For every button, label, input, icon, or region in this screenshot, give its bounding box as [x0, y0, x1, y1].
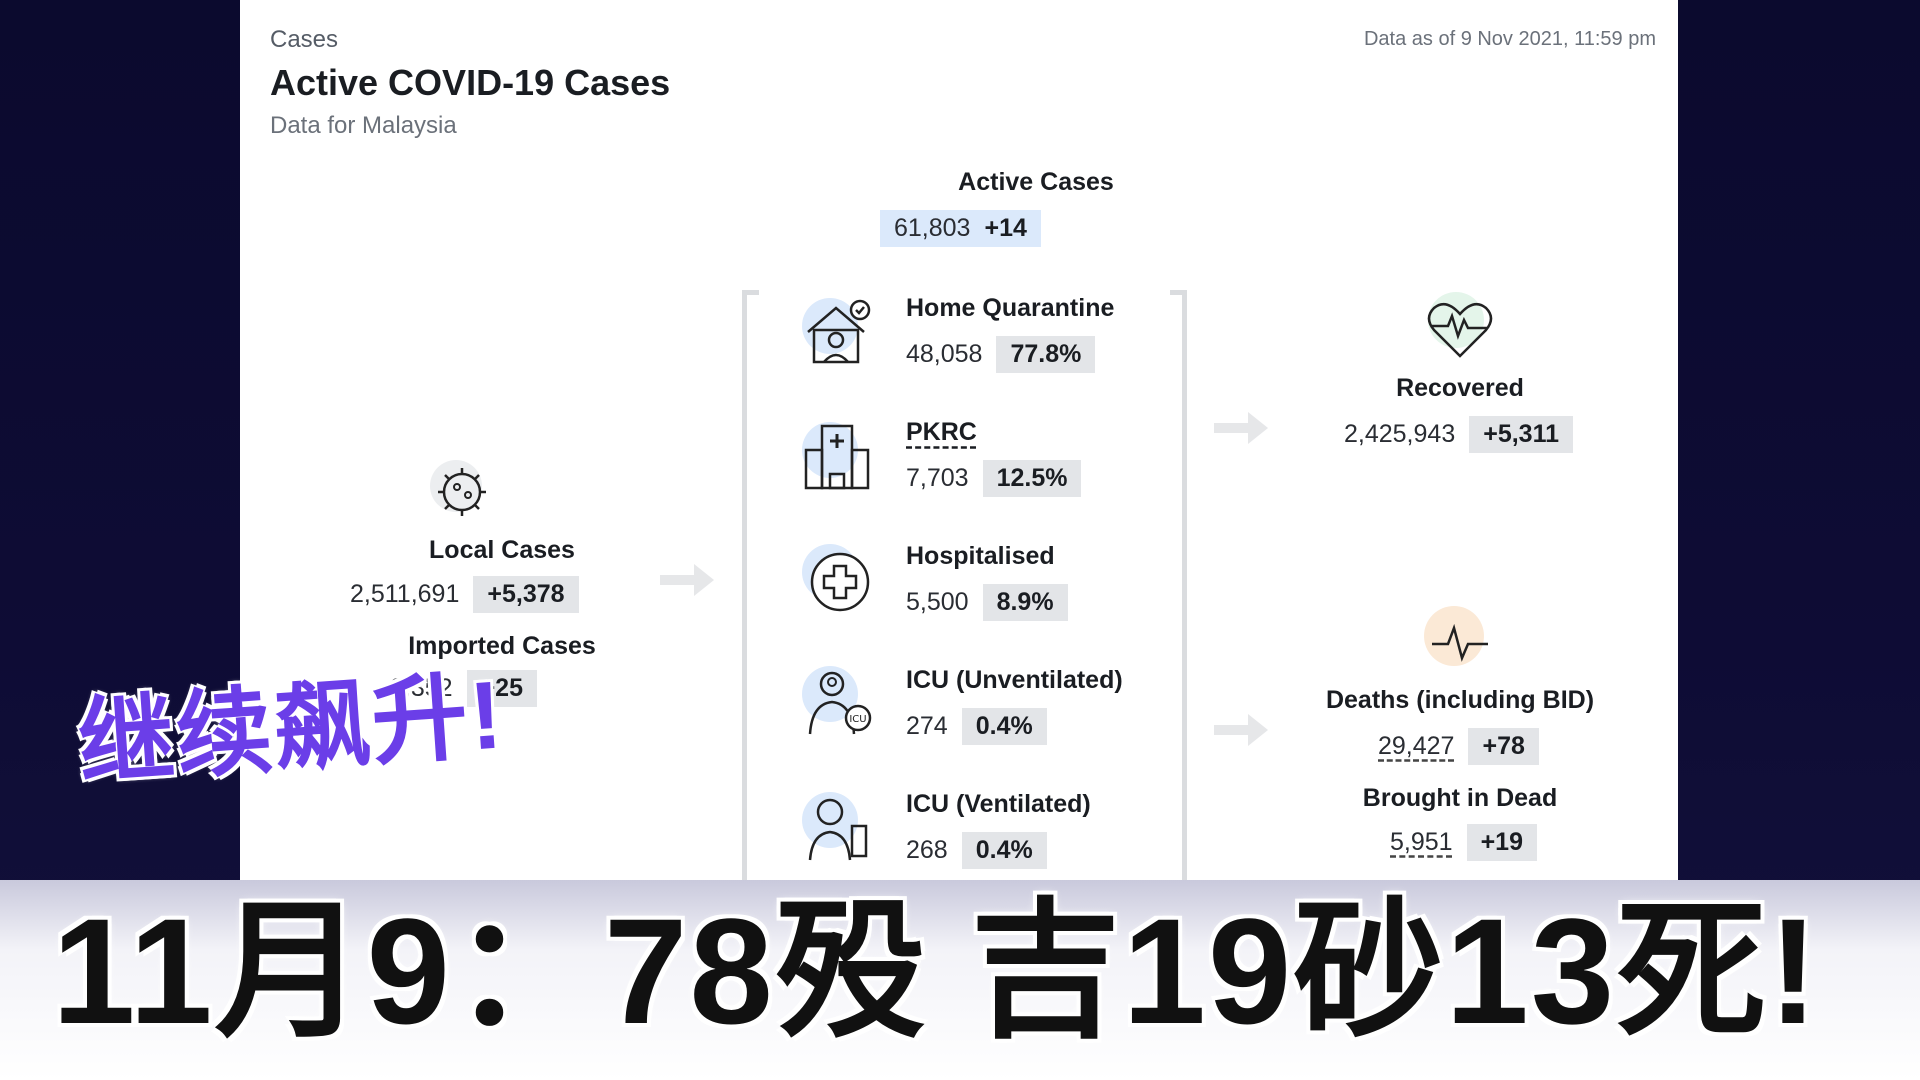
recovered-stat: 2,425,943 +5,311	[1344, 416, 1573, 453]
overlay-headline-small: 继续飙升!	[74, 661, 508, 798]
category-pct: 0.4%	[961, 832, 1047, 869]
category-value: 7,703	[906, 464, 969, 492]
bid-stat: 5,951 +19	[1390, 824, 1537, 861]
imported-cases-value: 2,352	[390, 674, 453, 702]
category-pct: 0.4%	[961, 708, 1047, 745]
category-value: 5,500	[906, 588, 969, 616]
local-cases-stat: 2,511,691 +5,378	[350, 576, 579, 613]
active-cases-delta: +14	[984, 214, 1027, 242]
category-pct: 12.5%	[982, 460, 1082, 497]
category-stat-hospitalised: 5,500 8.9%	[906, 584, 1068, 621]
category-value: 48,058	[906, 340, 983, 368]
bid-label: Brought in Dead	[1362, 784, 1558, 812]
medical-cross-icon	[802, 544, 870, 612]
deaths-delta: +78	[1468, 728, 1539, 765]
breadcrumb[interactable]: Cases	[270, 26, 339, 53]
category-label-home-quarantine: Home Quarantine	[906, 294, 1115, 322]
active-cases-stat: 61,803 +14	[880, 210, 1041, 247]
imported-cases-label: Imported Cases	[408, 632, 596, 660]
arrow-right-icon	[1214, 412, 1268, 444]
home-quarantine-icon	[802, 298, 871, 364]
category-pct: 77.8%	[996, 336, 1096, 373]
recovered-label: Recovered	[1396, 374, 1524, 402]
category-value: 274	[906, 712, 948, 740]
heart-pulse-icon	[1427, 292, 1493, 358]
svg-text:ICU: ICU	[849, 714, 866, 725]
category-label-icu-ventilated: ICU (Ventilated)	[906, 790, 1091, 818]
imported-cases-delta: +25	[466, 670, 537, 707]
deaths-label: Deaths (including BID)	[1325, 686, 1595, 714]
bracket-right	[1170, 290, 1187, 920]
arrow-right-icon	[1214, 714, 1268, 746]
recovered-value: 2,425,943	[1344, 420, 1456, 448]
active-cases-value: 61,803	[894, 214, 971, 242]
category-stat-icu-ventilated: 268 0.4%	[906, 832, 1047, 869]
category-value: 268	[906, 836, 948, 864]
category-stat-home-quarantine: 48,058 77.8%	[906, 336, 1096, 373]
local-cases-delta: +5,378	[473, 576, 579, 613]
ecg-pulse-icon	[1424, 606, 1488, 666]
bottom-banner	[0, 880, 1920, 1080]
deaths-value[interactable]: 29,427	[1378, 732, 1455, 760]
imported-cases-stat: 2,352 +25	[390, 670, 537, 707]
bracket-left	[742, 290, 759, 920]
category-label-icu-unventilated: ICU (Unventilated)	[906, 666, 1123, 694]
local-cases-label: Local Cases	[429, 536, 575, 564]
ventilator-patient-icon	[802, 792, 868, 861]
category-label-pkrc[interactable]: PKRC	[906, 418, 977, 446]
recovered-delta: +5,311	[1469, 416, 1573, 453]
category-stat-pkrc: 7,703 12.5%	[906, 460, 1082, 497]
category-pct: 8.9%	[982, 584, 1068, 621]
category-label-hospitalised: Hospitalised	[906, 542, 1055, 570]
bid-value[interactable]: 5,951	[1390, 828, 1453, 856]
doctor-icu-icon: ICU	[802, 666, 872, 735]
active-cases-label: Active Cases	[958, 168, 1114, 196]
overlay-headline-big: 11月9：78殁 吉19砂13死!	[52, 887, 1821, 1055]
virus-icon	[430, 460, 486, 516]
bid-delta: +19	[1466, 824, 1537, 861]
dashboard-card: Cases Active COVID-19 Cases Data for Mal…	[240, 0, 1678, 920]
page-title: Active COVID-19 Cases	[270, 62, 671, 103]
data-as-of: Data as of 9 Nov 2021, 11:59 pm	[1363, 28, 1656, 50]
category-stat-icu-unventilated: 274 0.4%	[906, 708, 1047, 745]
deaths-stat: 29,427 +78	[1378, 728, 1539, 765]
local-cases-value: 2,511,691	[350, 580, 460, 608]
page-subtitle: Data for Malaysia	[270, 112, 457, 139]
hospital-building-icon	[802, 422, 870, 490]
arrow-right-icon	[660, 564, 714, 596]
